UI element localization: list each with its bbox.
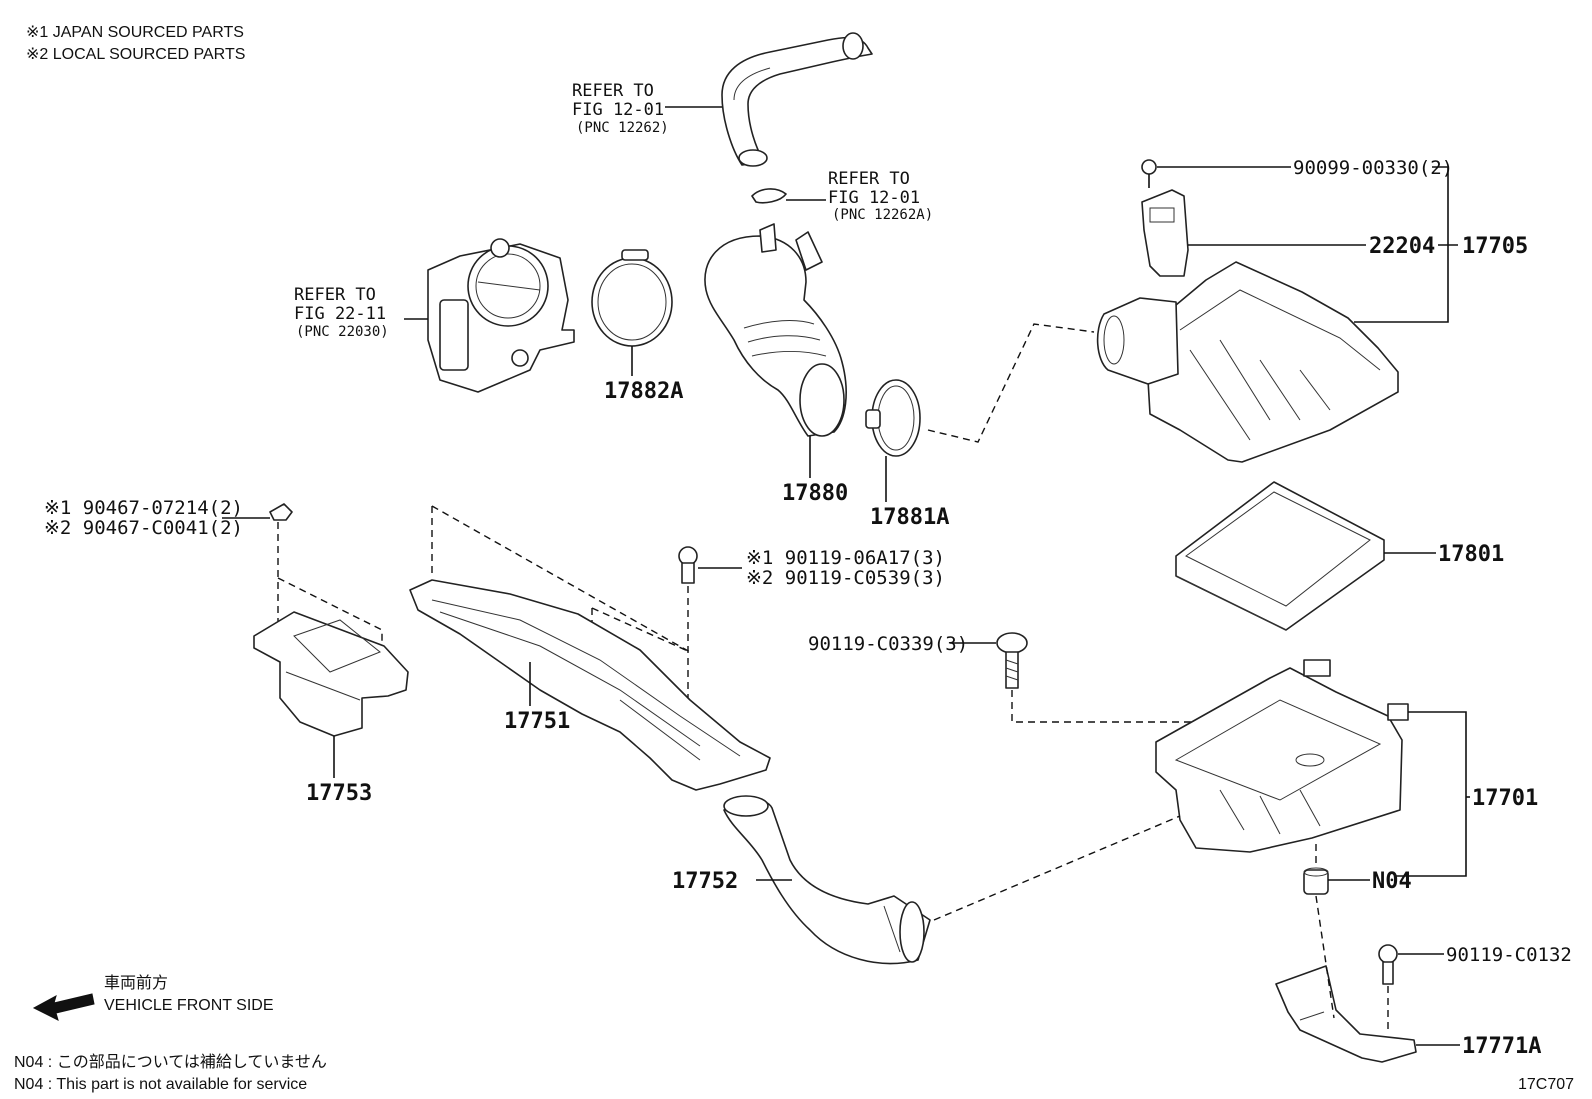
ref-throttle-line1: REFER TO [294, 285, 376, 305]
ref-clamp-line3: (PNC 12262A) [832, 207, 933, 223]
legend-local-sourced: ※2 LOCAL SOURCED PARTS [26, 46, 245, 63]
part-90099-label: 90099-00330(2) [1293, 157, 1453, 179]
ref-clamp-line1: REFER TO [828, 169, 910, 189]
direction-english: VEHICLE FRONT SIDE [104, 997, 274, 1014]
part-90119-c0132-label: 90119-C0132 [1446, 944, 1572, 966]
ref-hose-line3: (PNC 12262) [576, 120, 669, 136]
ref-throttle-line3: (PNC 22030) [296, 324, 389, 340]
clip-90467-drawing [269, 503, 293, 521]
hose-clamp-drawing [865, 379, 921, 457]
part-17701-bracket [1396, 711, 1467, 877]
airflow-sensor-drawing [1141, 189, 1189, 277]
part-17752-label: 17752 [672, 869, 738, 894]
part-22204-label: 22204 [1369, 234, 1435, 259]
hose-drawing [721, 32, 873, 167]
part-17881A-label: 17881A [870, 505, 949, 530]
footnote-n04-jp: N04 : この部品については補給していません [14, 1053, 327, 1071]
grommet-n04-drawing [1303, 867, 1329, 895]
part-90467-label-b: ※2 90467-C0041(2) [44, 517, 243, 539]
throttle-body-drawing [427, 238, 575, 393]
part-90119-c0339-label: 90119-C0339(3) [808, 633, 968, 655]
footnote-n04-en: N04 : This part is not available for ser… [14, 1076, 307, 1093]
part-17705-label: 17705 [1462, 234, 1528, 259]
assembly-dash-4 [1315, 895, 1335, 1019]
intake-hose-drawing [704, 223, 847, 437]
part-17701-label: 17701 [1472, 786, 1538, 811]
assembly-dash-12 [591, 607, 691, 653]
assembly-dash-7 [277, 577, 383, 670]
part-90119-06a17-label-b: ※2 90119-C0539(3) [746, 567, 945, 589]
assembly-dash-10 [431, 505, 691, 653]
ref-hose-line1: REFER TO [572, 81, 654, 101]
filter-element-drawing [1175, 481, 1385, 631]
ref-clamp-line2: FIG 12-01 [828, 188, 920, 208]
assembly-dash-1 [927, 323, 1095, 443]
screw-90099-drawing [1141, 159, 1157, 188]
ref-throttle-line2: FIG 22-11 [294, 304, 386, 324]
legend-japan-sourced: ※1 JAPAN SOURCED PARTS [26, 24, 244, 41]
air-guide-17753-drawing [253, 611, 409, 737]
assembly-dash-13 [933, 815, 1181, 921]
part-17753-label: 17753 [306, 781, 372, 806]
bolt-90119-c0339-drawing [996, 632, 1028, 689]
bolt-90119-c0132-drawing [1378, 944, 1398, 985]
part-17882A-label: 17882A [604, 379, 683, 404]
bolt-90119-06a17-drawing [678, 546, 698, 584]
vehicle-front-arrow-icon [32, 993, 95, 1021]
direction-japanese: 車両前方 [104, 974, 168, 992]
gasket-ring-drawing [591, 249, 673, 347]
part-17801-label: 17801 [1438, 542, 1504, 567]
air-cleaner-case-drawing [1155, 659, 1409, 853]
figure-code: 17C707 [1518, 1076, 1574, 1093]
intake-duct-17751-drawing [409, 579, 771, 791]
ref-hose-line2: FIG 12-01 [572, 100, 664, 120]
part-17880-label: 17880 [782, 481, 848, 506]
connector-hose-17752-drawing [723, 795, 931, 965]
part-N04-label: N04 [1372, 869, 1412, 894]
part-17751-label: 17751 [504, 709, 570, 734]
bracket-17771A-drawing [1275, 965, 1417, 1063]
part-17771A-label: 17771A [1462, 1034, 1541, 1059]
air-cleaner-cap-drawing [1096, 261, 1399, 463]
part-90467-label-a: ※1 90467-07214(2) [44, 497, 243, 519]
part-90119-06a17-label-a: ※1 90119-06A17(3) [746, 547, 945, 569]
small-clamp-drawing [751, 188, 787, 204]
